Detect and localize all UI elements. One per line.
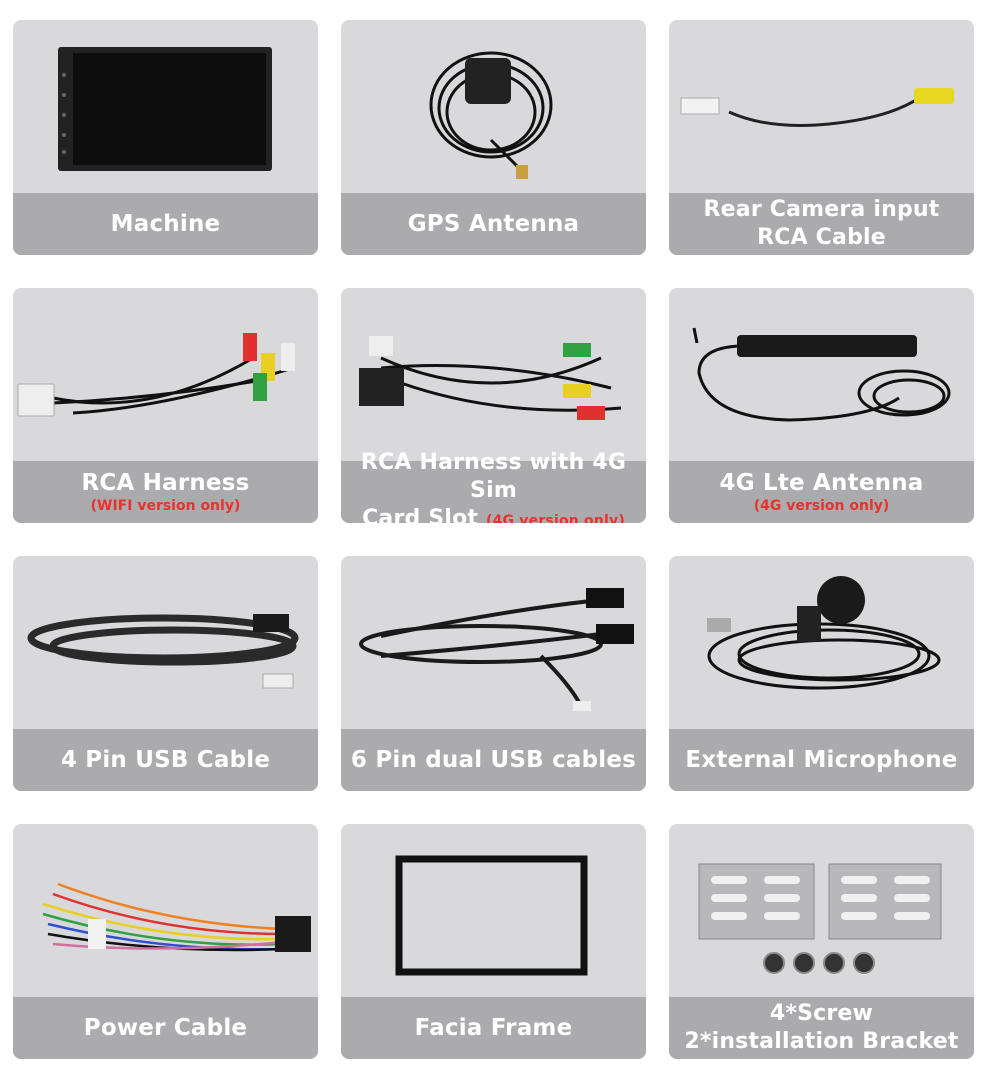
usb-cable-icon [13, 556, 318, 729]
item-4g-lte-antenna: 4G Lte Antenna (4G version only) [669, 288, 974, 523]
item-label: Machine [110, 210, 221, 237]
head-unit-screen-icon [13, 20, 318, 193]
item-power-cable: Power Cable [13, 824, 318, 1059]
item-label: RCA Harness [81, 470, 250, 496]
item-bracket-screws: 4*Screw 2*installation Bracket [669, 824, 974, 1059]
microphone-icon [669, 556, 974, 729]
item-gps-antenna: GPS Antenna [341, 20, 646, 255]
item-rca-harness: RCA Harness (WIFI version only) [13, 288, 318, 523]
power-cable-icon [13, 824, 318, 997]
rca-cable-icon [669, 20, 974, 193]
version-note: (4G version only) [486, 513, 625, 523]
item-label-line2: RCA Cable [757, 225, 886, 250]
item-label: Facia Frame [414, 1014, 573, 1041]
item-label: GPS Antenna [407, 210, 580, 237]
item-4-pin-usb-cable: 4 Pin USB Cable [13, 556, 318, 791]
bracket-screws-icon [669, 824, 974, 997]
item-external-microphone: External Microphone [669, 556, 974, 791]
item-label-line1: Rear Camera input [703, 197, 940, 222]
item-label: External Microphone [685, 746, 958, 773]
lte-antenna-icon [669, 288, 974, 461]
rca-harness-4g-icon [341, 288, 646, 461]
rca-harness-icon [13, 288, 318, 461]
facia-frame-icon [341, 824, 646, 997]
item-label: 4G Lte Antenna [719, 470, 924, 496]
item-machine: Machine [13, 20, 318, 255]
dual-usb-cable-icon [341, 556, 646, 729]
item-6-pin-dual-usb-cables: 6 Pin dual USB cables [341, 556, 646, 791]
item-label: Power Cable [83, 1014, 248, 1041]
version-note: (4G version only) [753, 498, 890, 514]
item-label: 4 Pin USB Cable [60, 746, 271, 773]
item-label-line1: RCA Harness with 4G Sim [360, 450, 627, 503]
version-note: (WIFI version only) [90, 498, 241, 514]
item-label-line2: Card Slot [362, 506, 479, 523]
item-label: 6 Pin dual USB cables [350, 746, 637, 773]
item-label-line1: 4*Screw [769, 1001, 874, 1026]
item-label-line2: 2*installation Bracket [684, 1029, 959, 1054]
item-facia-frame: Facia Frame [341, 824, 646, 1059]
gps-antenna-icon [341, 20, 646, 193]
